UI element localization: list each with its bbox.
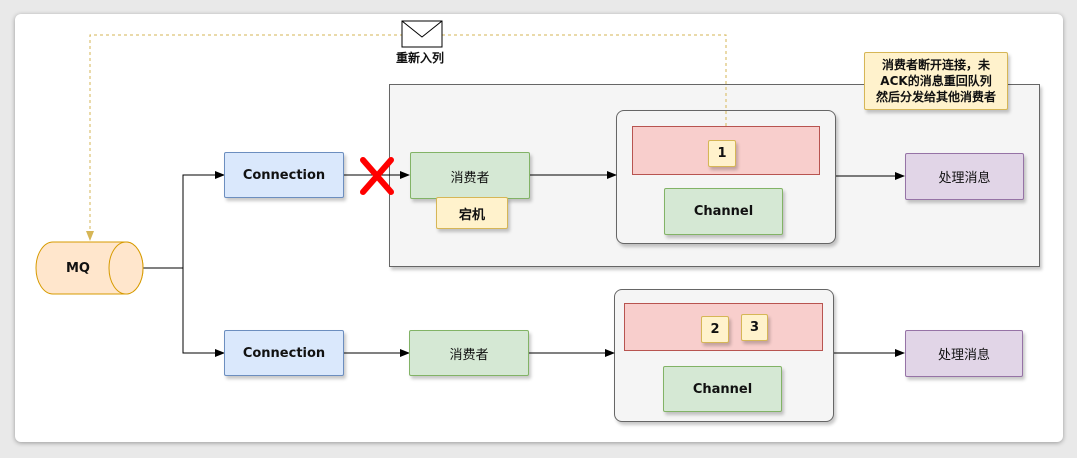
connection-box-2: Connection <box>224 330 344 376</box>
mq-label: MQ <box>66 260 90 276</box>
note-line: ACK的消息重回队列 <box>880 74 992 88</box>
message-3: 3 <box>741 314 768 341</box>
message-1: 1 <box>708 140 736 167</box>
process-box-1: 处理消息 <box>905 153 1024 200</box>
process-box-2: 处理消息 <box>905 330 1023 377</box>
consumer-box-1: 消费者 <box>410 152 530 199</box>
message-2: 2 <box>701 316 729 343</box>
connection-box-1: Connection <box>224 152 344 198</box>
note-line: 消费者断开连接，未 <box>881 58 990 72</box>
mq-branch-line <box>182 268 225 357</box>
crashed-badge: 宕机 <box>436 197 508 229</box>
mq-branch-line <box>143 171 225 269</box>
requeue-label: 重新入列 <box>396 51 445 65</box>
note-line: 然后分发给其他消费者 <box>875 90 996 104</box>
channel-box-2: Channel <box>663 366 782 412</box>
consumer-box-2: 消费者 <box>409 330 529 376</box>
cylinder-icon <box>35 241 144 295</box>
channel-box-1: Channel <box>664 188 783 235</box>
envelope-icon <box>401 20 443 48</box>
x-cross-icon <box>360 157 394 195</box>
disconnect-note: 消费者断开连接，未 ACK的消息重回队列 然后分发给其他消费者 <box>864 52 1008 110</box>
consumer-label: 消费者 <box>450 171 490 186</box>
